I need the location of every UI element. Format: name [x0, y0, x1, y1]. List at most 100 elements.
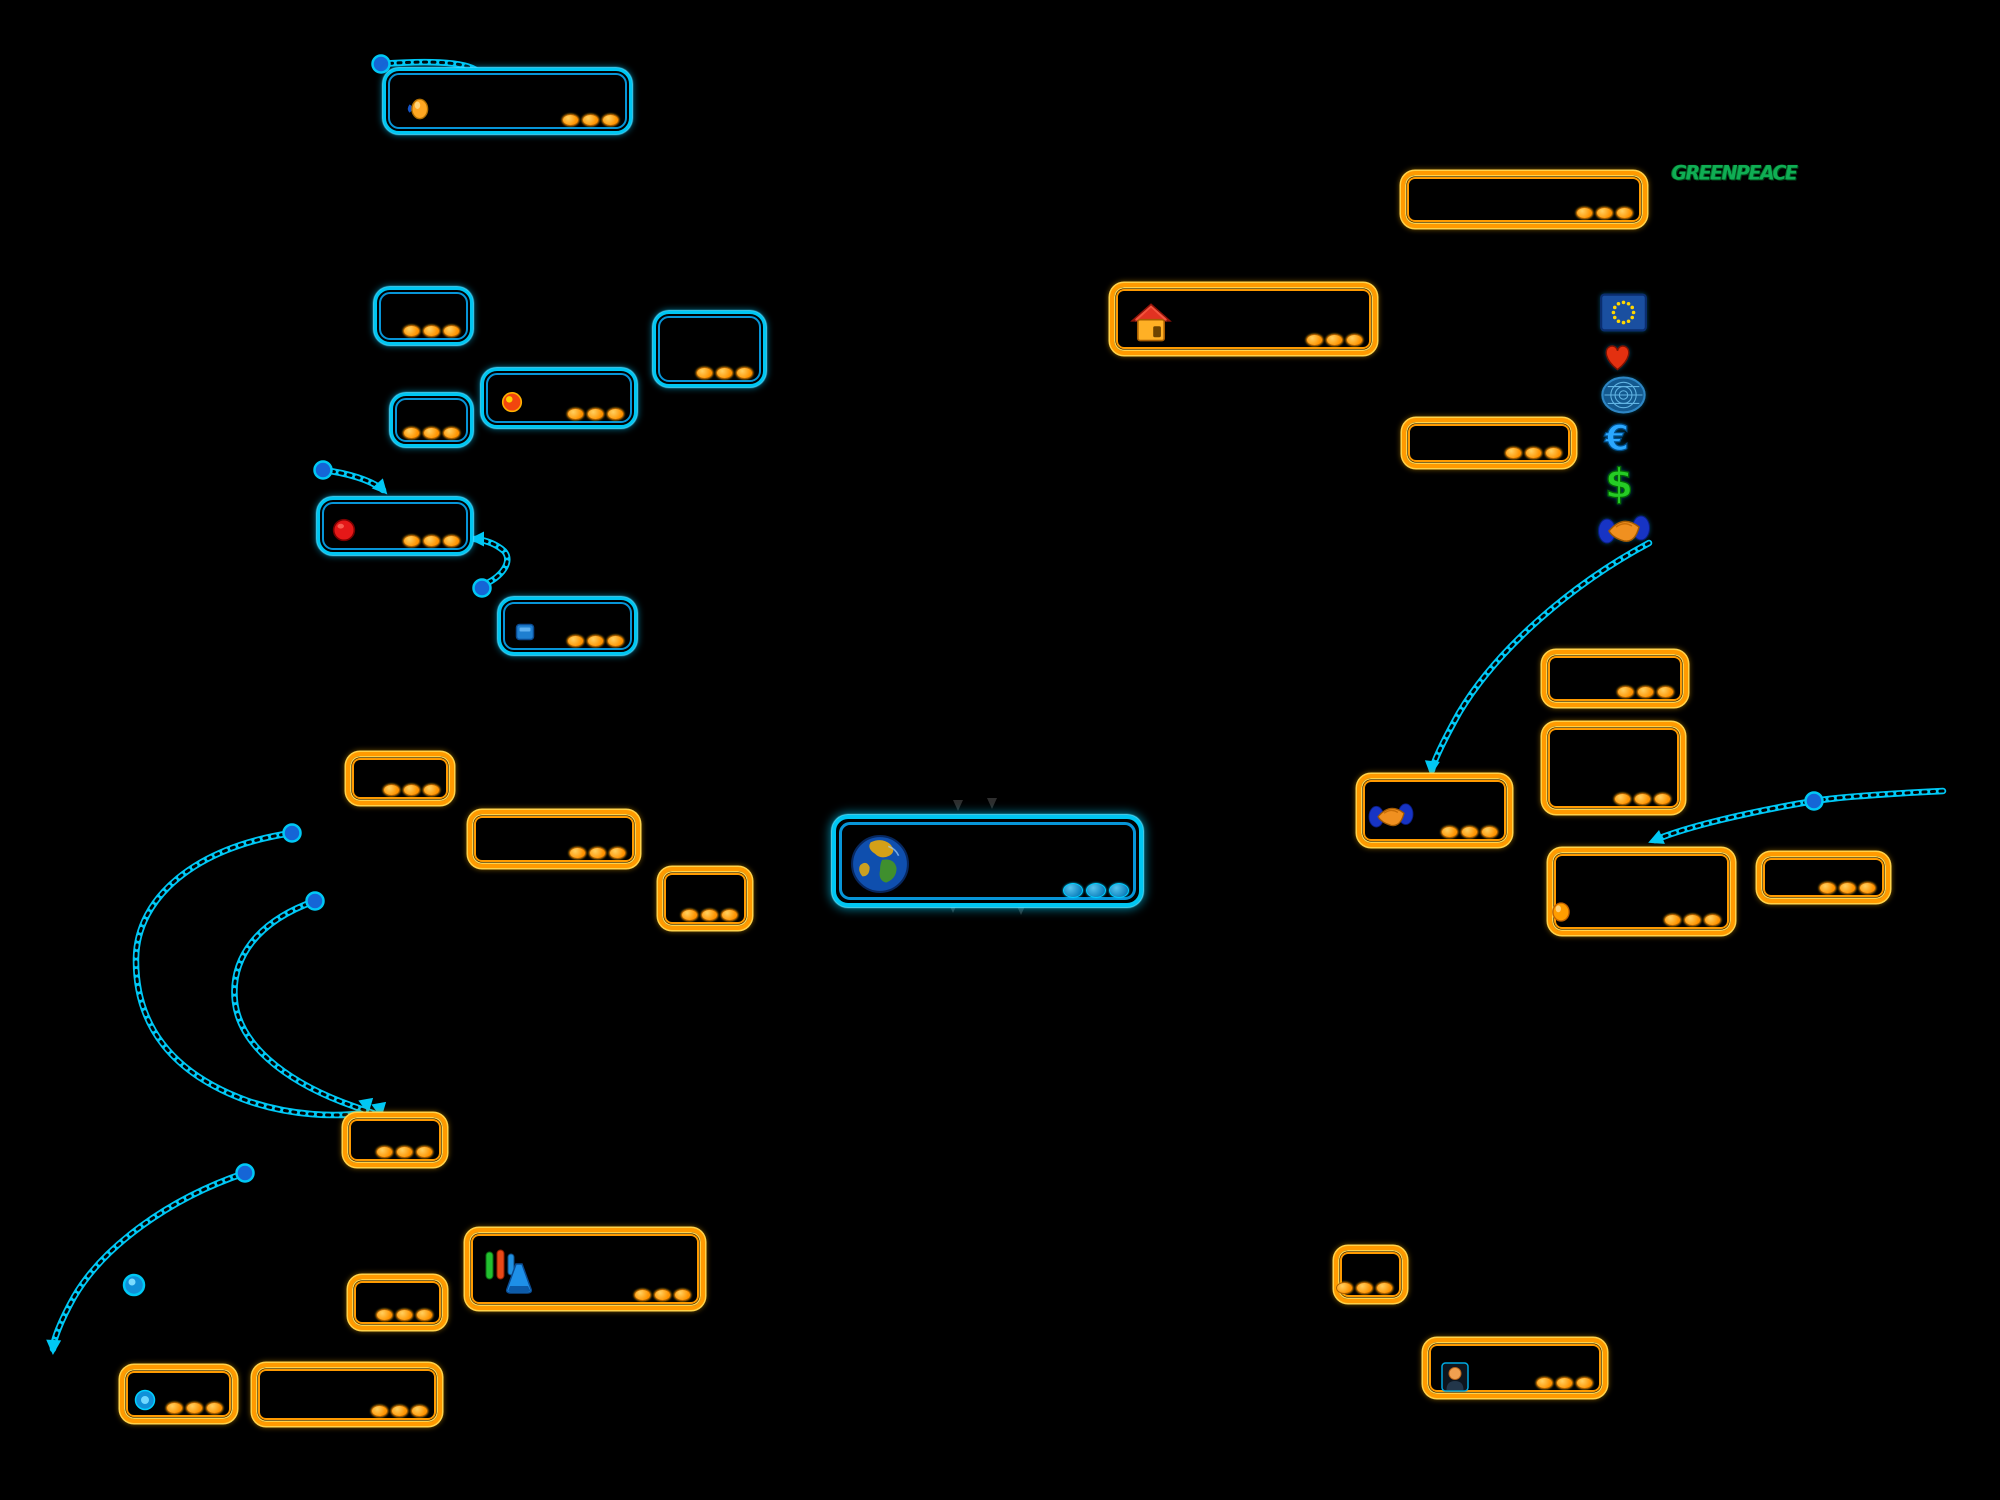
xlink-endpoint[interactable] [313, 460, 333, 480]
ellipsis-dot [1576, 1377, 1593, 1389]
ellipsis-dot [1441, 826, 1458, 838]
map-node-q[interactable] [346, 752, 454, 805]
map-node-z[interactable] [1423, 1338, 1607, 1398]
ellipsis-dot [411, 1405, 428, 1417]
xlink-path [319, 466, 387, 494]
xlink-path [231, 897, 382, 1119]
map-node-b[interactable] [374, 287, 473, 345]
xlink-endpoint[interactable] [235, 1163, 255, 1183]
ellipsis-dot [376, 1146, 393, 1158]
ellipsis-dot [696, 367, 713, 379]
map-node-c[interactable] [390, 393, 473, 447]
map-node-r[interactable] [468, 810, 640, 868]
ellipsis-dot [582, 114, 599, 126]
map-node-l[interactable] [1542, 650, 1688, 707]
map-node-w[interactable] [120, 1365, 237, 1423]
map-node-f[interactable] [317, 497, 473, 555]
map-node-v[interactable] [465, 1228, 705, 1310]
ellipsis-dot [1617, 686, 1634, 698]
xlink-path [1651, 787, 1947, 844]
map-node-n[interactable] [1357, 774, 1512, 847]
map-node-s[interactable] [658, 867, 752, 930]
ellipsis-dot [701, 909, 718, 921]
map-node-u[interactable] [348, 1275, 447, 1330]
map-node-x[interactable] [252, 1363, 442, 1426]
xlink-arrowhead [46, 1339, 62, 1355]
map-node-m[interactable] [1542, 722, 1685, 814]
loose-blue-ball-icon[interactable] [122, 1273, 146, 1297]
lamp-icon [404, 97, 430, 121]
ellipsis-dot [1109, 883, 1129, 898]
ellipsis-dot [443, 427, 460, 439]
ellipsis-dot [562, 114, 579, 126]
ellipsis-dot [1545, 447, 1562, 459]
ellipsis-dot [1657, 686, 1674, 698]
ellipsis-dot [1063, 883, 1083, 898]
node-ellipsis-dots [166, 1402, 223, 1414]
ellipsis-dot [1664, 914, 1681, 926]
heart-icon[interactable] [1602, 339, 1633, 375]
ellipsis-dot [716, 367, 733, 379]
map-node-h[interactable] [832, 815, 1143, 907]
ellipsis-dot [607, 635, 624, 647]
faint-arrow [953, 800, 963, 811]
map-node-j[interactable] [1110, 283, 1377, 355]
xlink-arrowhead [1648, 830, 1665, 844]
map-node-a[interactable] [383, 68, 632, 134]
eu-flag-icon[interactable] [1600, 293, 1647, 332]
ellipsis-dot [423, 784, 440, 796]
node-ellipsis-dots [403, 535, 460, 547]
map-node-y[interactable] [1334, 1246, 1407, 1303]
euro-icon[interactable]: € [1601, 418, 1633, 457]
ellipsis-dot [1336, 1282, 1353, 1294]
map-node-e[interactable] [653, 311, 766, 387]
node-ellipsis-dots [376, 1309, 433, 1321]
map-node-o[interactable] [1548, 848, 1735, 935]
map-node-t[interactable] [343, 1113, 447, 1167]
map-node-p[interactable] [1757, 852, 1890, 903]
ellipsis-dot [607, 408, 624, 420]
xlink-path [321, 468, 385, 492]
xlink-path [1653, 789, 1945, 842]
xlink-endpoint[interactable] [1804, 791, 1824, 811]
node-ellipsis-dots [1063, 883, 1129, 898]
node-ellipsis-dots [1441, 826, 1498, 838]
node-ellipsis-dots [383, 784, 440, 796]
xlink-endpoint[interactable] [282, 823, 302, 843]
node-ellipsis-dots [681, 909, 738, 921]
ellipsis-dot [423, 535, 440, 547]
flasks-icon [481, 1248, 535, 1298]
ellipsis-dot [567, 408, 584, 420]
greenpeace-logo[interactable]: GREENPEACE [1671, 161, 1798, 185]
ellipsis-dot [1654, 793, 1671, 805]
handshake-icon[interactable] [1598, 505, 1650, 553]
ellipsis-dot [416, 1146, 433, 1158]
node-ellipsis-dots [1617, 686, 1674, 698]
dollar-icon[interactable]: $ [1600, 460, 1638, 505]
ellipsis-dot [1306, 334, 1323, 346]
map-node-k[interactable] [1402, 418, 1576, 468]
node-ellipsis-dots [1336, 1282, 1393, 1294]
ellipsis-dot [1634, 793, 1651, 805]
ellipsis-dot [1086, 883, 1106, 898]
svg-text:€: € [1604, 419, 1629, 457]
globe-icon[interactable] [1600, 376, 1647, 414]
ellipsis-dot [1525, 447, 1542, 459]
xlink-endpoint[interactable] [371, 54, 391, 74]
loose-blue-ball-highlight [128, 1278, 136, 1286]
map-node-i[interactable] [1401, 171, 1647, 228]
ellipsis-dot [403, 325, 420, 337]
map-node-d[interactable] [481, 368, 637, 428]
xlink-endpoint[interactable] [305, 891, 325, 911]
ellipsis-dot [443, 325, 460, 337]
ellipsis-dot [1481, 826, 1498, 838]
ellipsis-dot [403, 784, 420, 796]
node-ellipsis-dots [1819, 882, 1876, 894]
xlink-endpoint[interactable] [472, 578, 492, 598]
map-node-g[interactable] [498, 597, 637, 655]
ellipsis-dot [1376, 1282, 1393, 1294]
ellipsis-dot [654, 1289, 671, 1301]
house-icon [1130, 301, 1172, 345]
ellipsis-dot [721, 909, 738, 921]
blue-ball-icon [134, 1389, 156, 1411]
